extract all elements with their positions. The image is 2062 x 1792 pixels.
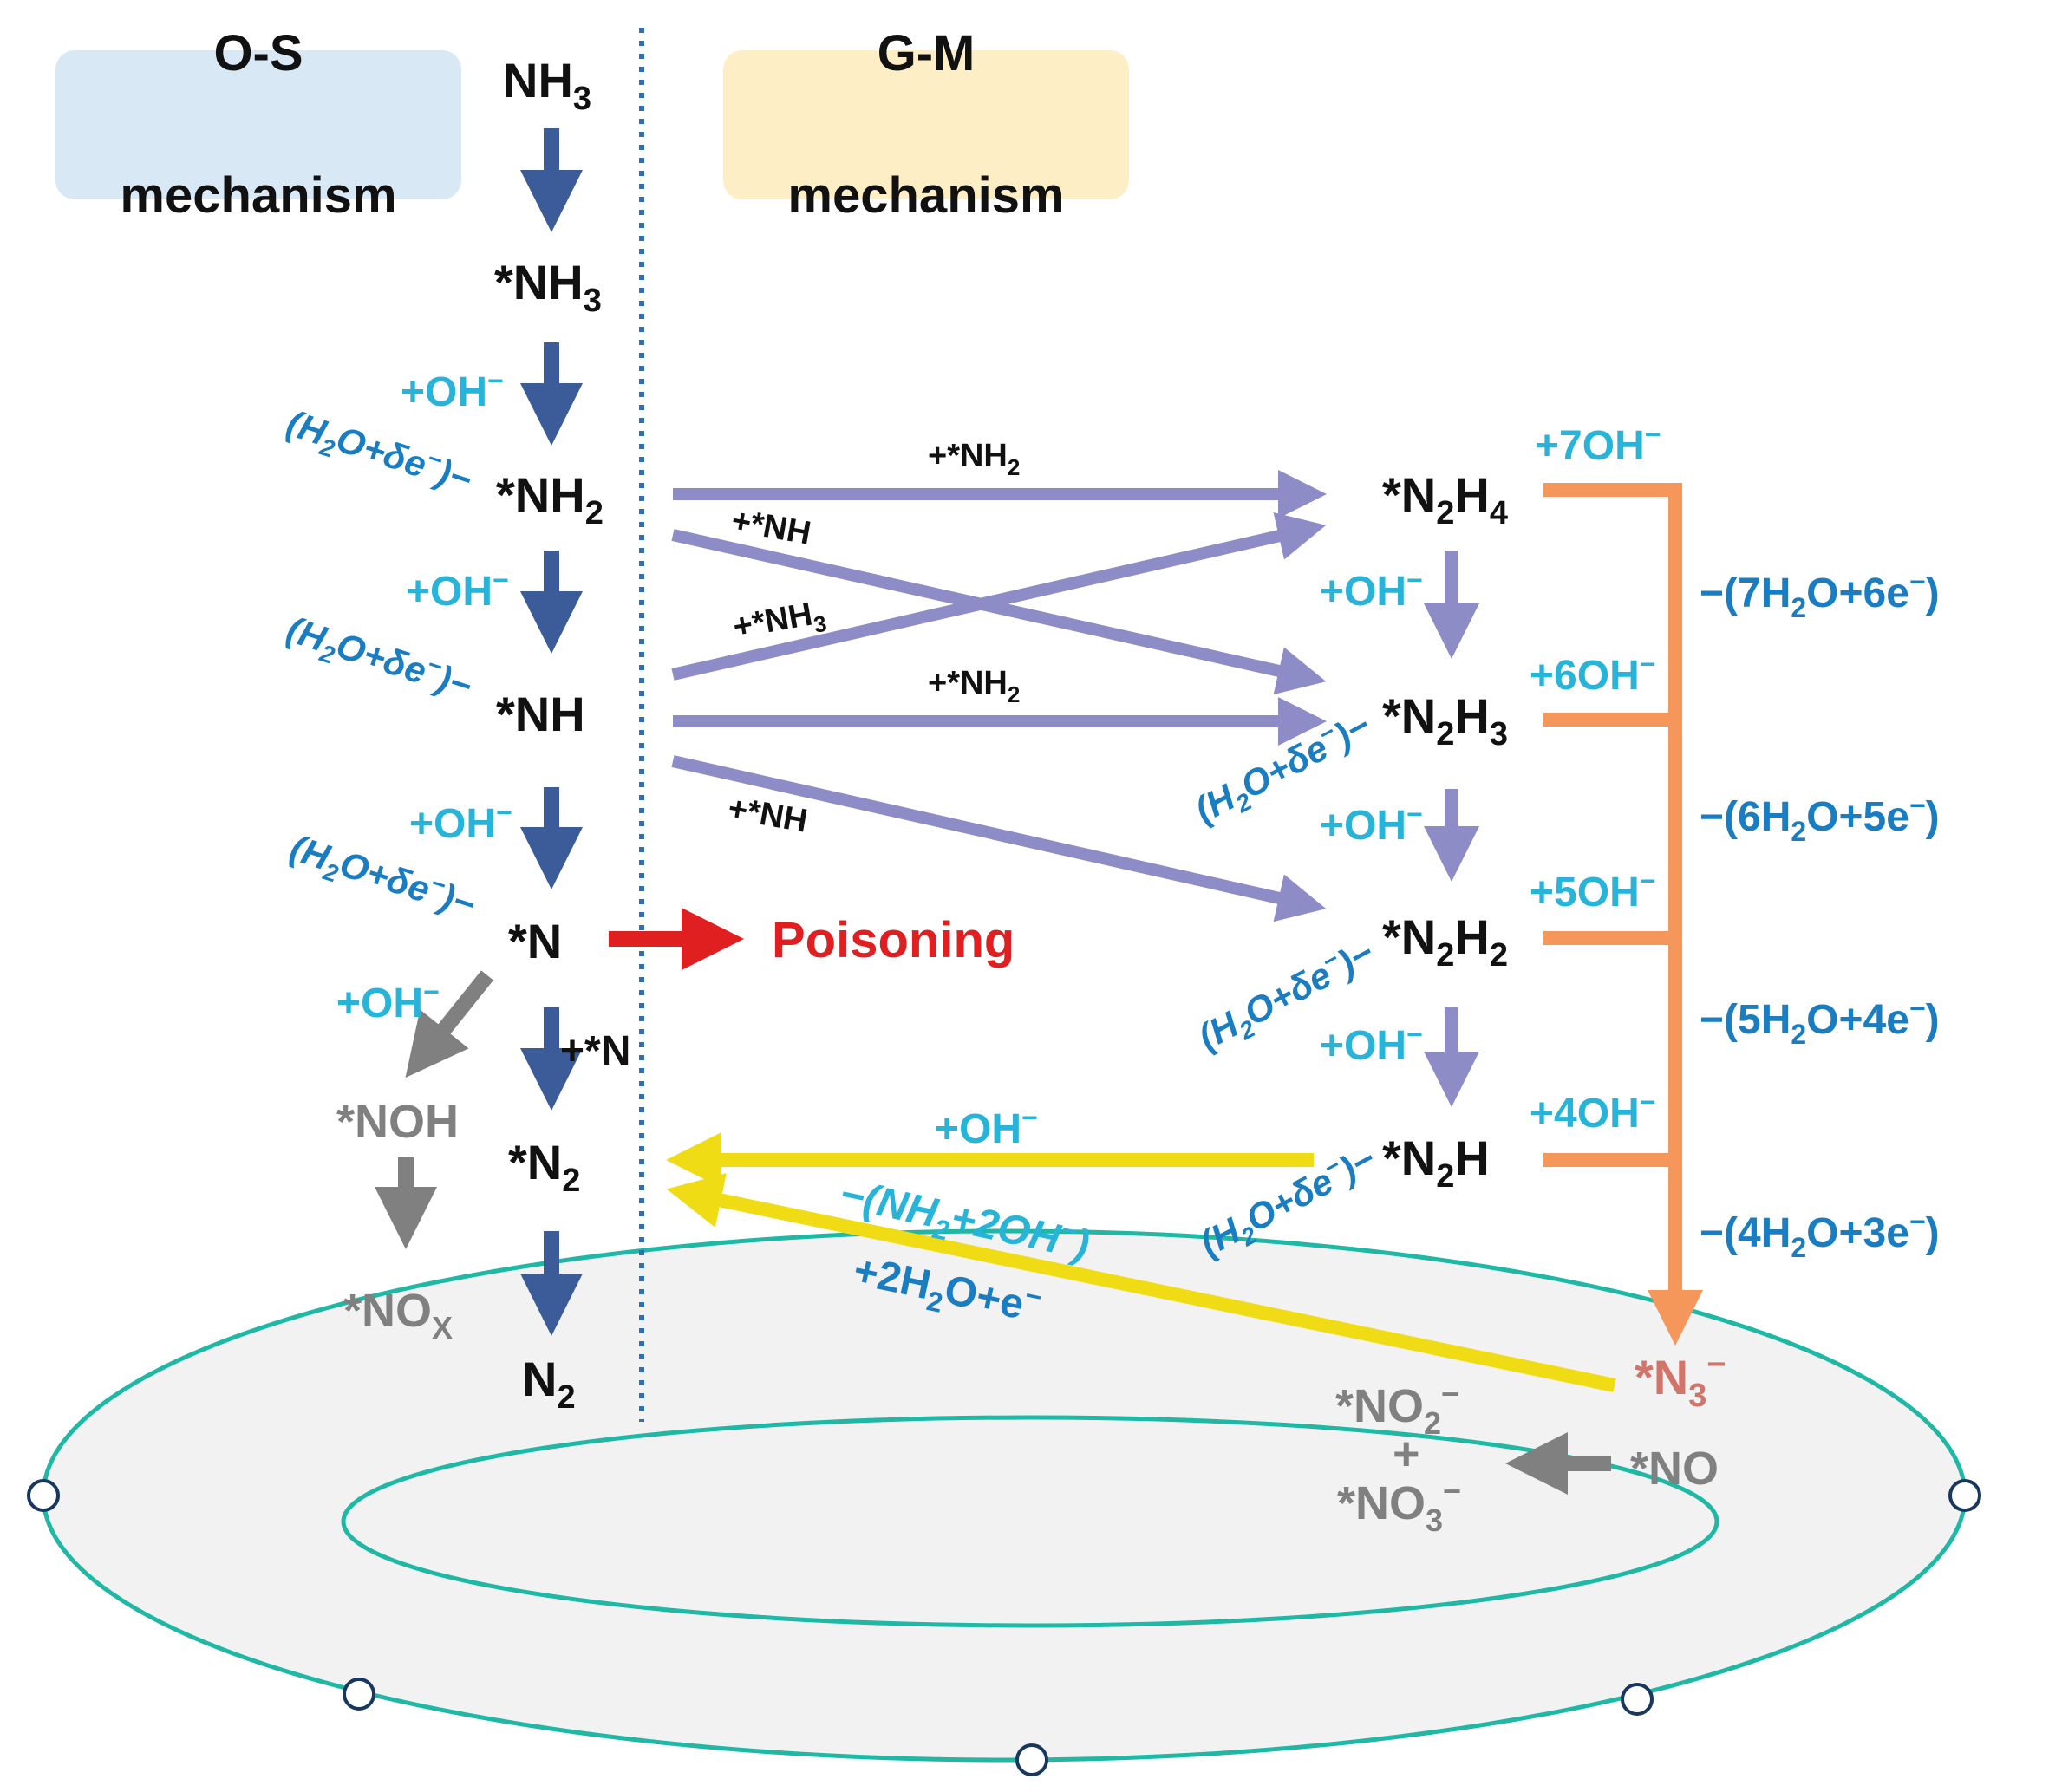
adsorbed-n2h3: *N2H3 [1382,688,1508,753]
os-water-1: (H2O+δe−)− [280,400,478,505]
gm-mechanism-subtitle: mechanism [787,167,1065,224]
os-mechanism-badge: O-S mechanism [55,25,461,224]
ring-node [1948,1479,1981,1512]
os-oh-2: +OH− [406,564,509,615]
gm-oh-3: +OH− [1320,1019,1423,1069]
n2h-oh-label: +OH− [935,1102,1038,1152]
oxidation-release-5: −(5H2O+4e−) [1700,993,1940,1050]
ring-node [1015,1743,1048,1776]
gm-oh-1: +OH− [1320,564,1423,615]
os-oh-1: +OH− [401,365,504,415]
adsorbed-azide: *N3− [1635,1346,1726,1414]
poisoning-label: Poisoning [772,912,1015,968]
os-water-2: (H2O+δe−)− [280,606,478,712]
oxidation-release-6: −(6H2O+5e−) [1700,790,1940,847]
coupling-label-nh-b: +*NH [725,791,810,840]
electrode-inner-ring [341,1415,1719,1628]
os-mechanism-subtitle: mechanism [120,167,397,224]
gm-mechanism-title: G-M [877,25,976,81]
oxidation-oh-5: +5OH− [1530,865,1655,916]
adsorbed-n2: *N2 [508,1135,580,1199]
ring-node [343,1678,375,1711]
adsorbed-n2h2: *N2H2 [1382,909,1508,974]
adsorbed-nh: *NH [496,687,585,741]
gm-oh-2: +OH− [1320,798,1423,849]
oxidation-release-7: −(7H2O+6e−) [1700,566,1940,623]
oxidation-oh-7: +7OH− [1535,419,1661,469]
plus-sign: + [1393,1428,1420,1480]
adsorbed-noh: *NOH [336,1096,459,1148]
coupling-arrow-nh-nh [671,755,1327,922]
ring-node [1621,1683,1654,1716]
os-oh-4: +OH− [336,976,440,1026]
adsorbed-no3: *NO3− [1337,1473,1461,1538]
adsorbed-nh3: *NH3 [494,255,602,319]
nh3-gas: NH3 [503,53,591,117]
oxidation-release-4: −(4H2O+3e−) [1700,1206,1940,1263]
azide-to-n2-arrow [666,1173,1616,1392]
adsorbed-no2: *NO2− [1335,1376,1459,1441]
n2-gas: N2 [522,1352,576,1416]
os-oh-3: +OH− [409,797,512,847]
coupling-label-nh2-a: +*NH2 [928,438,1020,480]
adsorbed-nox: *NOX [343,1285,453,1346]
adsorbed-no: *NO [1630,1443,1719,1495]
os-mechanism-title: O-S [213,25,303,81]
oxidation-oh-4: +4OH− [1530,1086,1655,1137]
coupling-arrow-nh-nh3 [671,512,1327,681]
gm-mechanism-badge: G-M mechanism [723,25,1129,224]
ring-node [27,1479,60,1512]
plus-n-label: +*N [560,1028,630,1074]
adsorbed-nh2: *NH2 [496,467,604,531]
oxidation-oh-6: +6OH− [1530,648,1655,699]
coupling-label-nh2-b: +*NH2 [928,665,1020,707]
noh-arrow [405,970,494,1078]
adsorbed-n: *N [508,914,562,968]
adsorbed-n2h: *N2H [1382,1131,1490,1195]
adsorbed-n2h4: *N2H4 [1382,467,1508,531]
